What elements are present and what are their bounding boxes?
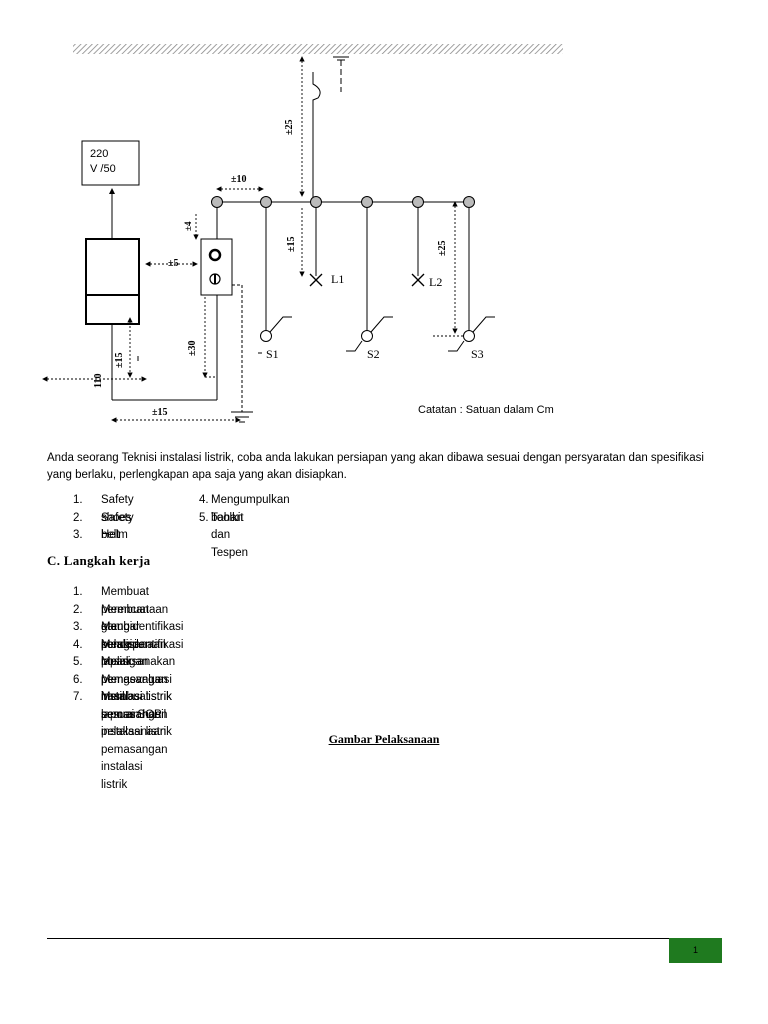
- list-number: 3.: [73, 621, 83, 633]
- footer-rule: [47, 938, 669, 939]
- list-text: Toolkit dan Tespen: [211, 511, 249, 559]
- list-text: Mengevaluasi hasil pemasangan instalasi …: [101, 673, 172, 739]
- list-text: Helm: [101, 529, 128, 541]
- list-number: 4.: [73, 638, 83, 651]
- units-note: Catatan : Satuan dalam Cm: [418, 404, 554, 416]
- junction-node: [310, 196, 322, 208]
- list-text: Mengumpulkan bahan: [211, 494, 290, 524]
- dim-15-mid: ±15: [286, 237, 297, 253]
- list-number: 1.: [73, 586, 83, 598]
- dim-15-left: ±15: [114, 353, 125, 369]
- dim-30: ±30: [187, 341, 198, 357]
- section-heading: C. Langkah kerja: [47, 553, 151, 568]
- ceiling-hatch: [73, 44, 563, 54]
- dim-15-bottom: ±15: [152, 407, 168, 418]
- power-source-box: [81, 140, 140, 186]
- dim-top-25: ±25: [284, 120, 295, 136]
- list-number: 6.: [73, 673, 83, 686]
- junction-node: [211, 196, 223, 208]
- list-number: 7.: [73, 691, 83, 703]
- junction-node: [412, 196, 424, 208]
- list-number: 5.: [73, 656, 83, 668]
- ceiling-hook: [312, 56, 349, 200]
- junction-node: [260, 196, 272, 208]
- drop-lines: [216, 202, 470, 330]
- dim-25-right: ±25: [437, 241, 448, 257]
- list-text: Membuat gambar pelaksanaan: [101, 603, 167, 651]
- list-number: 2.: [73, 603, 83, 616]
- lamp-l2-label: L2: [429, 275, 442, 289]
- lamp-l1-label: L1: [331, 272, 344, 286]
- junction-node: [361, 196, 373, 208]
- list-number: 4.: [199, 494, 209, 506]
- switch-s1-label: S1: [266, 347, 279, 361]
- list-text: Safety belt: [101, 511, 134, 542]
- source-frequency-label: V /50: [90, 163, 116, 175]
- dim-4: ±4: [183, 221, 193, 231]
- list-number: 3.: [73, 529, 83, 541]
- list-number: 2.: [73, 511, 83, 524]
- switch-symbols: [260, 316, 495, 352]
- junction-nodes: [211, 196, 475, 208]
- dimension-lines: [42, 56, 463, 423]
- panel-box: [85, 238, 140, 325]
- drawing-title: Gambar Pelaksanaan: [328, 732, 440, 746]
- dim-10: ±10: [231, 174, 247, 185]
- switch-s3-label: S3: [471, 347, 484, 361]
- dim-5: ±5: [168, 258, 179, 269]
- source-voltage-label: 220: [90, 148, 108, 160]
- list-text: Melaksanakan pemasangan instalasi listri…: [101, 656, 176, 721]
- switch-s2-label: S2: [367, 347, 380, 361]
- ground-wire: [111, 284, 253, 423]
- dim-110: 110: [93, 374, 104, 388]
- list-text: Mengidentifikasi kondisi lapangan: [101, 621, 184, 668]
- socket-box: [200, 238, 233, 296]
- list-text: Safety shoes: [101, 494, 134, 524]
- list-number: 5.: [199, 511, 209, 524]
- intro-paragraph: Anda seorang Teknisi instalasi listrik, …: [47, 452, 704, 481]
- junction-node: [463, 196, 475, 208]
- list-text: Mengidentifikasi posisi pemasangan insta…: [101, 638, 184, 704]
- page-number-badge: 1: [669, 938, 722, 963]
- list-text: Membuat laporan hasil pelaksanaan pemasa…: [101, 691, 168, 791]
- list-text: Membuat perencanaan atau persiapan: [101, 586, 169, 651]
- lamp-symbols: [309, 273, 425, 287]
- list-number: 1.: [73, 494, 83, 506]
- wiring-diagram: L1 L2 S1 S2 S3 220 V /50: [42, 44, 563, 423]
